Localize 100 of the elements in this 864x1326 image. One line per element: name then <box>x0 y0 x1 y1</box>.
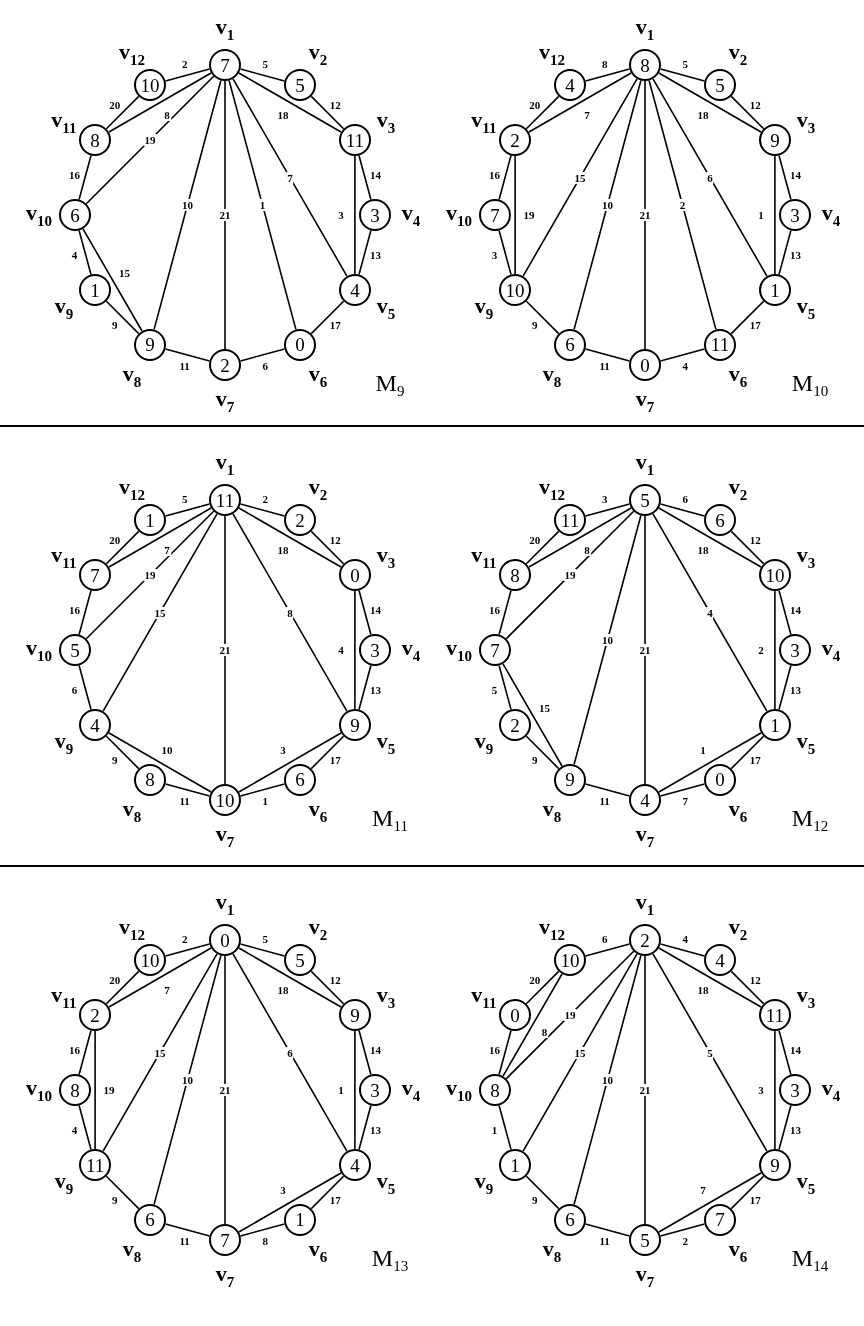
vertex-value: 0 <box>640 355 650 375</box>
vertex-value: 2 <box>510 715 520 735</box>
edge-label: 2 <box>180 58 189 71</box>
edge-label: 3 <box>600 493 609 506</box>
vertex-circle <box>779 1074 811 1106</box>
vertex-value: 0 <box>295 335 305 355</box>
edge-line <box>658 732 762 793</box>
edge-line <box>224 955 226 1225</box>
vertex-circle <box>704 1203 736 1236</box>
edge-line <box>358 154 372 201</box>
edge-label: 10 <box>181 198 194 211</box>
vertex-circle <box>758 709 791 741</box>
edge-line <box>658 72 762 133</box>
vertex-circle <box>338 709 371 741</box>
edge-line <box>525 530 560 565</box>
edge-line <box>584 348 631 362</box>
vertex-value: 6 <box>145 1210 155 1230</box>
vertex-value: 5 <box>640 490 650 510</box>
vertex-value: 1 <box>770 715 780 735</box>
edge-line <box>778 589 792 636</box>
vertex-circle <box>284 328 316 361</box>
vertex-circle <box>554 1203 586 1236</box>
vertex-value: 9 <box>565 770 575 790</box>
edge-line <box>774 590 776 710</box>
edge-line <box>239 503 286 517</box>
edge-line <box>498 154 512 201</box>
vertex-circle <box>59 1074 91 1106</box>
vertex-name: v$_{11}$ <box>471 542 497 572</box>
vertex-name: v$_{9}$ <box>474 1168 494 1198</box>
vertex-value: 6 <box>70 205 80 225</box>
vertex-name: v$_{4}$ <box>401 1075 421 1105</box>
vertex-name: v$_{9}$ <box>54 728 74 758</box>
vertex-name: v$_{10}$ <box>26 635 52 665</box>
vertex-name: v$_{5}$ <box>376 293 396 323</box>
vertex-circle <box>79 1149 112 1181</box>
edge-line <box>525 735 560 770</box>
vertex-name: v$_{9}$ <box>474 728 494 758</box>
vertex-name: v$_{6}$ <box>728 1236 748 1266</box>
edge-line <box>584 503 631 517</box>
edge-label: 3 <box>279 1184 287 1197</box>
vertex-value: 2 <box>640 930 650 950</box>
vertex-value: 3 <box>370 640 380 660</box>
vertex-circle <box>499 709 532 741</box>
edge-line <box>573 79 642 331</box>
edge-line <box>652 78 768 277</box>
vertex-circle <box>338 999 371 1031</box>
edge-line <box>525 300 560 335</box>
vertex-circle <box>284 1203 316 1236</box>
vertex-name: v$_{12}$ <box>539 914 565 944</box>
edge-line <box>525 95 560 130</box>
vertex-circle <box>134 944 166 977</box>
vertex-value: 7 <box>220 55 230 75</box>
edge-line <box>730 970 765 1005</box>
vertex-name: v$_{11}$ <box>471 107 497 137</box>
edge-line <box>778 1029 792 1076</box>
edge-line <box>505 950 635 1080</box>
vertex-circle <box>704 69 736 102</box>
vertex-value: 9 <box>770 1155 780 1175</box>
edge-line <box>648 79 717 331</box>
edge-line <box>78 154 92 201</box>
vertex-value: 11 <box>85 1155 105 1175</box>
vertex-circle <box>499 1149 532 1181</box>
vertex-value: 3 <box>790 205 800 225</box>
vertex-name: v$_{2}$ <box>308 914 328 944</box>
vertex-value: 10 <box>765 565 785 585</box>
vertex-circle <box>209 49 241 81</box>
vertex-value: 11 <box>710 335 730 355</box>
vertex-value: 0 <box>510 1005 520 1025</box>
edge-line <box>224 80 226 350</box>
vertex-name: v$_{3}$ <box>796 982 816 1012</box>
edge-line <box>730 530 765 565</box>
edge-line <box>358 229 372 276</box>
edge-label: 21 <box>638 1083 652 1097</box>
edge-line <box>658 1172 762 1233</box>
edge-label: 8 <box>286 606 294 619</box>
vertex-value: 7 <box>220 1230 230 1250</box>
vertex-name: v$_{6}$ <box>728 361 748 391</box>
edge-label: 4 <box>681 933 690 946</box>
edge-label: 13 <box>369 1124 383 1137</box>
edge-label: 4 <box>70 1124 79 1137</box>
edge-line <box>730 1175 765 1210</box>
edge-line <box>108 72 212 133</box>
edge-line <box>358 589 372 636</box>
edge-label: 4 <box>70 249 79 262</box>
vertex-circle <box>338 274 371 306</box>
vertex-value: 0 <box>220 930 230 950</box>
vertex-circle <box>209 784 241 816</box>
edge-line <box>164 503 211 517</box>
vertex-circle <box>479 634 511 666</box>
vertex-name: v$_{3}$ <box>796 107 816 137</box>
vertex-name: v$_{5}$ <box>376 1168 396 1198</box>
edge-label: 21 <box>638 208 652 222</box>
edge-label: 5 <box>261 933 270 946</box>
edge-label: 21 <box>218 1083 232 1097</box>
vertex-name: v$_{12}$ <box>539 39 565 69</box>
vertex-value: 6 <box>565 1210 575 1230</box>
vertex-name: v$_{4}$ <box>821 635 841 665</box>
vertex-value: 5 <box>70 640 80 660</box>
vertex-name: v$_{5}$ <box>796 293 816 323</box>
edge-line <box>354 155 356 275</box>
